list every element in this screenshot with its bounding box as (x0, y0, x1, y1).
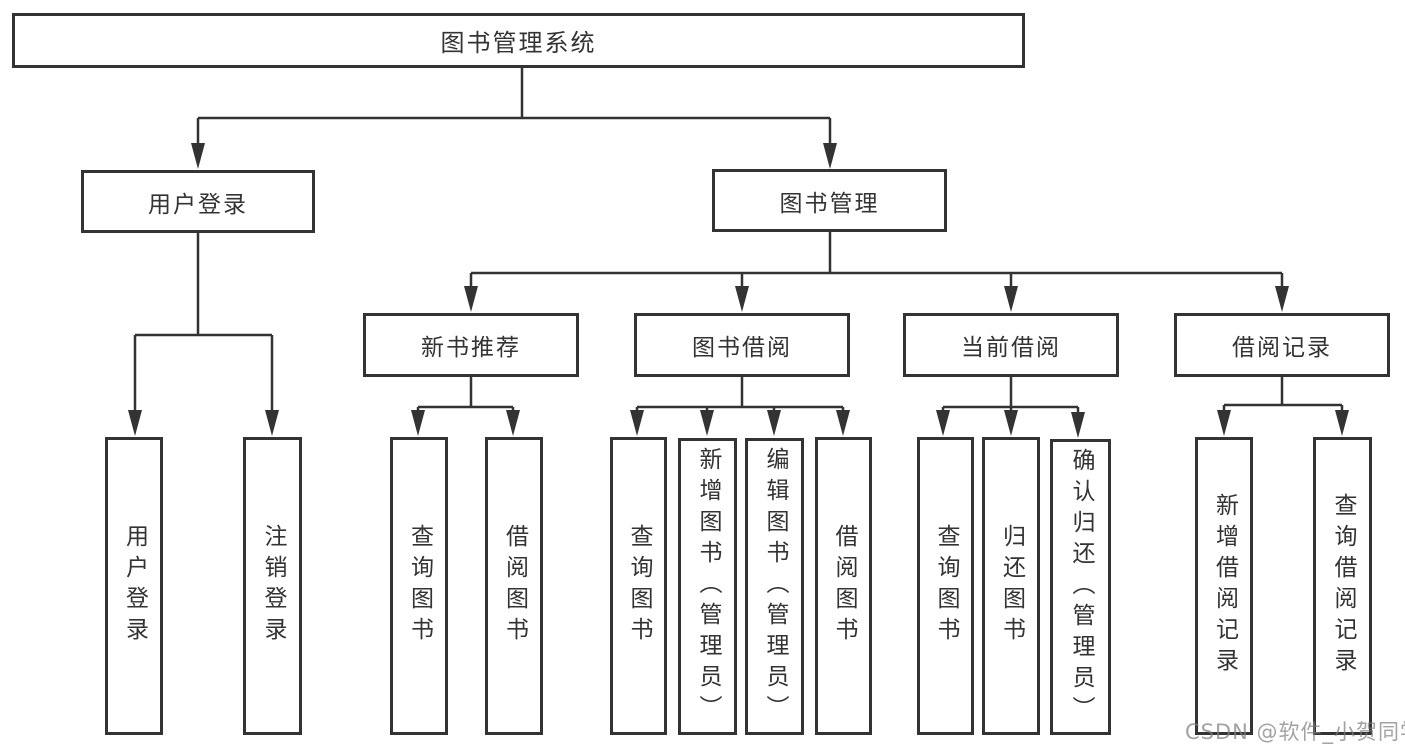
leaf-query-borrow-record: 查询借阅记录 (1313, 437, 1372, 735)
leaf-label: 用户登录 (121, 524, 148, 648)
leaf-label: 查询图书 (406, 524, 433, 648)
leaf-label: 借阅图书 (501, 524, 528, 648)
node-new-book-recommend: 新书推荐 (363, 313, 579, 377)
leaf-user-login: 用户登录 (105, 437, 163, 735)
node-book-borrowing: 图书借阅 (634, 313, 850, 377)
node-label: 借阅记录 (1232, 335, 1332, 361)
leaf-label: 查询图书 (933, 524, 959, 648)
leaf-query-books-current: 查询图书 (917, 437, 974, 735)
node-user-login: 用户登录 (81, 170, 315, 233)
leaf-query-books-recommend: 查询图书 (390, 437, 448, 735)
leaf-label: 注销登录 (260, 524, 286, 648)
leaf-return-books: 归还图书 (982, 437, 1040, 735)
node-label: 当前借阅 (961, 335, 1061, 361)
leaf-label: 新增借阅记录 (1211, 493, 1238, 679)
leaf-edit-books-admin: 编辑图书（管理员） (745, 438, 804, 735)
leaf-add-borrow-record: 新增借阅记录 (1195, 437, 1253, 735)
leaf-query-books-borrowing: 查询图书 (610, 437, 667, 735)
node-label: 新书推荐 (421, 335, 521, 361)
watermark: CSDN @软件_小贺同学 (1185, 720, 1405, 744)
leaf-label: 查询借阅记录 (1330, 493, 1356, 679)
leaf-label: 编辑图书（管理员） (762, 447, 788, 726)
node-borrowing-records: 借阅记录 (1174, 313, 1390, 377)
leaf-add-books-admin: 新增图书（管理员） (678, 438, 737, 735)
node-current-borrowing: 借阅记录 当前借阅 (903, 313, 1119, 377)
node-label: 图书管理 (779, 190, 880, 217)
node-label: 图书借阅 (692, 335, 792, 361)
leaf-label: 新增图书（管理员） (695, 447, 721, 726)
node-book-management: 图书管理 (712, 169, 947, 232)
leaf-logout: 注销登录 (243, 437, 302, 735)
leaf-label: 借阅图书 (831, 524, 857, 648)
leaf-label: 归还图书 (998, 524, 1025, 648)
leaf-borrow-books-recommend: 借阅图书 (485, 437, 543, 735)
node-library-management-system: 图书管理系统 (12, 13, 1025, 68)
leaf-label: 查询图书 (626, 524, 652, 648)
node-label: 图书管理系统 (440, 29, 597, 57)
leaf-borrow-books: 借阅图书 (815, 437, 872, 735)
leaf-label: 确认归还（管理员） (1068, 447, 1094, 727)
node-label: 用户登录 (148, 191, 248, 218)
leaf-confirm-return-admin: 确认归还（管理员） (1050, 439, 1111, 735)
